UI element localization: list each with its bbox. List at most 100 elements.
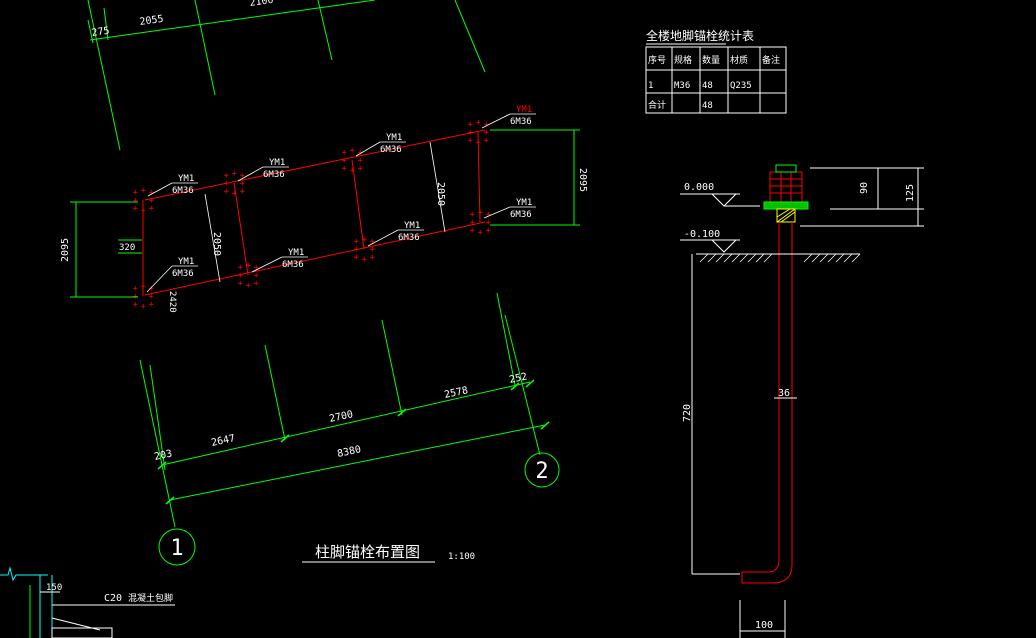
bolt-plus-marker: + (133, 204, 139, 214)
bolt-plus-marker: + (370, 253, 376, 263)
level-ground: -0.100 (684, 229, 720, 240)
bolt-plus-marker: + (232, 169, 238, 179)
bolt-label-spec: 6M36 (398, 233, 420, 243)
bolt-plus-marker: + (478, 208, 484, 218)
dim-bottom-total: 8380 (336, 444, 362, 460)
bolt-plus-marker: + (240, 179, 246, 189)
bolt-plus-marker: + (486, 218, 492, 228)
dim-left-offset: 320 (119, 243, 135, 253)
ground-hatch-line (747, 253, 757, 263)
ground-hatch-line (843, 253, 853, 263)
bolt-plus-marker: + (476, 138, 482, 148)
dim-bottom-a: 203 (153, 448, 173, 463)
dim-36: 36 (778, 388, 790, 399)
bolt-plus-marker: + (476, 118, 482, 128)
stats-table-header: 数量 (702, 54, 720, 66)
bolt-plus-marker: + (254, 271, 260, 281)
bolt-label-spec: 6M36 (510, 210, 532, 220)
dim-left-small: 2420 (167, 291, 177, 313)
lower-grid (139, 292, 546, 528)
axis-label-1: 1 (170, 536, 183, 561)
ground-hatch-line (723, 253, 733, 263)
dim-125: 125 (905, 184, 916, 202)
level-top: 0.000 (684, 182, 714, 193)
bolt-plus-marker: + (238, 271, 244, 281)
bolt-plus-marker: + (478, 228, 484, 238)
bolt-plus-marker: + (224, 171, 230, 181)
bolt-plus-marker: + (470, 210, 476, 220)
bolt-plus-marker: + (149, 204, 155, 214)
bolt-plus-marker: + (133, 188, 139, 198)
stats-table-cell: 1 (648, 81, 653, 91)
bolt-label-name: YM1 (288, 248, 304, 258)
bolt-plus-marker: + (362, 255, 368, 265)
bolt-plus-marker: + (354, 253, 360, 263)
bolt-plus-marker: + (149, 188, 155, 198)
corner-detail (0, 566, 175, 638)
bolt-plus-marker: + (350, 146, 356, 156)
anchor-frame (142, 129, 486, 296)
bolt-plus-marker: + (240, 187, 246, 197)
dim-frame-b: 2050 (435, 182, 446, 206)
bolt-plus-marker: + (224, 179, 230, 189)
bolt-plus-marker: + (149, 300, 155, 310)
stats-table-header: 备注 (762, 54, 780, 66)
dim-top-b: 2055 (139, 14, 164, 28)
bolt-plus-marker: + (246, 261, 252, 271)
dim-top-a: 275 (91, 26, 110, 39)
dim-bottom-b: 2647 (210, 433, 236, 449)
bolt-plus-marker: + (486, 226, 492, 236)
bolt-plus-marker: + (486, 210, 492, 220)
axis-bubble-2: 2 (524, 452, 560, 488)
bolt-label-spec: 6M36 (380, 145, 402, 155)
bolt-label-spec: 6M36 (172, 186, 194, 196)
bolt-plus-marker: + (468, 136, 474, 146)
corner-note-text: 混凝土包脚 (128, 592, 173, 604)
corner-grade: C20 (104, 593, 122, 604)
ground-hatch-line (755, 253, 765, 263)
drawing-scale: 1:100 (448, 552, 475, 562)
stats-table-title: 全楼地脚锚栓统计表 (646, 28, 754, 43)
ground-hatch-line (763, 253, 773, 263)
stats-table (645, 46, 787, 114)
dim-top-c: 2100 (249, 0, 274, 9)
bolt-plus-marker: + (470, 226, 476, 236)
bolt-label-group: YM16M36YM16M36YM16M36YM16M36YM16M36YM16M… (146, 105, 536, 293)
bolt-plus-marker: + (238, 279, 244, 289)
bolt-plus-marker: + (141, 302, 147, 312)
bolt-plus-marker: + (254, 263, 260, 273)
bolt-label-spec: 6M36 (510, 117, 532, 127)
bolt-plus-marker: + (470, 218, 476, 228)
bolt-plus-marker: + (240, 171, 246, 181)
bolt-plus-marker: + (342, 164, 348, 174)
dim-left-height: 2095 (60, 238, 71, 262)
bolt-plus-marker: + (484, 128, 490, 138)
height-dims (70, 129, 580, 298)
drawing-title: 柱脚锚栓布置图 (315, 543, 420, 561)
bolt-label-name: YM1 (404, 221, 420, 231)
stats-table-cell: 48 (702, 81, 713, 91)
bolt-plus-marker: + (141, 282, 147, 292)
stats-table-cell: M36 (674, 81, 690, 91)
bolt-plus-marker: + (358, 164, 364, 174)
bolt-plus-marker: + (224, 187, 230, 197)
dim-bottom-c: 2700 (328, 409, 354, 425)
bolt-label-spec: 6M36 (282, 260, 304, 270)
dim-bottom-e: 252 (508, 371, 528, 386)
bolt-plus-marker: + (484, 136, 490, 146)
bolt-plus-marker: + (141, 186, 147, 196)
bolt-plus-marker: + (133, 196, 139, 206)
ground-hatch-line (803, 253, 813, 263)
ground-hatch-line (739, 253, 749, 263)
bolt-label-spec: 6M36 (172, 269, 194, 279)
stats-table-header: 材质 (730, 54, 748, 66)
stats-table-cell: 合计 (648, 99, 666, 111)
dim-90: 90 (859, 182, 870, 194)
bolt-plus-marker: + (133, 300, 139, 310)
bolt-label-name: YM1 (516, 198, 532, 208)
upper-grid (87, 0, 486, 151)
